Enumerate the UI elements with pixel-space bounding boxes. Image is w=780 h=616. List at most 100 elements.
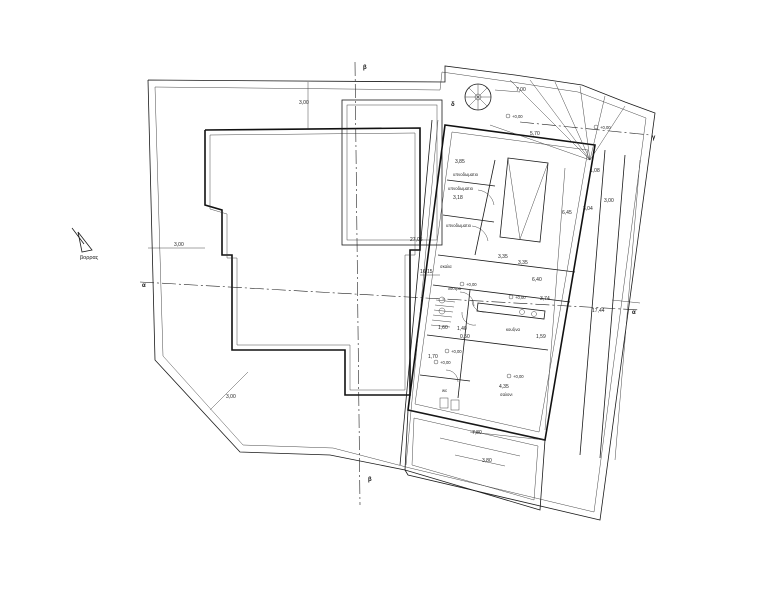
plot-boundary-inner [154,71,647,513]
right-wall-4 [544,167,566,431]
right-wall-2 [599,154,626,459]
partition-v1 [474,159,496,256]
dim-160: 1,60 [438,325,448,331]
toilet-icon [438,307,446,315]
elevation-4: +0,00 [513,374,524,379]
room-kitchen: κουζινα [506,327,520,332]
partition-6 [419,374,471,382]
wc-basin [450,399,460,411]
elevation-6: +0,00 [600,125,611,130]
axis-label-alpha-right: α [632,310,636,316]
dim-140: 1,40 [457,326,467,332]
door-swing-6 [445,369,459,383]
room-bedroom-2: υπνοδωματιο [448,186,474,191]
elevation-3: +0,00 [451,349,462,354]
parking-strip [404,409,546,511]
house-left-wall-2 [405,119,439,466]
north-arrow-icon [71,227,93,253]
basin-icon [438,296,446,304]
axis-alpha [139,281,641,311]
dim-780: 7,80 [472,430,482,436]
dim-1744: 17,44 [592,308,605,314]
room-wc: wc [442,388,447,393]
hob-icon [531,311,537,317]
elevation-marker: +0,00 [505,113,523,119]
axis-label-beta-bottom: β [368,477,372,483]
dim-line-780 [469,431,546,441]
dim-645: 6,45 [562,210,572,216]
elevation-1: +0,00 [512,114,523,119]
partition-v2 [457,289,471,399]
dim-159: 1,59 [536,334,546,340]
dim-640: 6,40 [532,277,542,283]
spiral-stair [464,83,492,111]
dim-385: 3,85 [455,159,465,165]
sink-icon [519,309,525,315]
elevation-marker: +0,00 [459,281,477,287]
door-swing-2 [471,225,489,242]
dim-700: 7,00 [516,87,526,93]
axis-beta [354,61,361,506]
plot-boundary [147,65,656,521]
building-outline-left [204,127,421,396]
door-swing-5 [461,311,477,326]
wc-fixture [439,397,449,409]
dim-108: 1,08 [590,168,600,174]
stair-treads [430,299,456,328]
dim-1615: 16,15 [420,269,433,275]
kitchen-counter [476,302,546,320]
building-outline-left-inner [209,132,416,391]
dim-435: 4,35 [499,384,509,390]
room-stairs: σκαλα [440,264,452,269]
room-bath: λουτρο [448,286,462,291]
elevation-5: +0,00 [466,282,477,287]
room-bedroom-1: υπνοδωματιο [453,172,479,177]
dim-2705: 27,05 [410,237,423,243]
dim-170: 1,70 [428,354,438,360]
right-wall-3 [614,159,641,461]
room-living: σαλονι [500,392,512,397]
house-inner-wall [414,131,589,433]
axis-label-gamma: γ [652,135,656,141]
courtyard-rect [341,99,443,246]
partition-3 [437,254,576,273]
elevation-marker: +0,00 [508,294,526,300]
elevation-marker: +0,00 [593,124,611,130]
dim-570: 5,70 [530,131,540,137]
door-swing-1 [477,189,495,206]
parking-line-2 [439,437,521,457]
partition-2 [442,214,495,223]
door-swing-4 [471,299,487,313]
axis-label-delta: δ [451,102,455,108]
dim-300-lower: 3,00 [226,394,236,400]
atrium-diag-1 [507,157,521,240]
partition-5 [426,334,549,351]
dim-300-top: 3,00 [299,100,309,106]
partition-1 [446,179,496,187]
elevation-2: +0,00 [515,295,526,300]
partition-4 [432,284,571,303]
room-bedroom-3: υπνοδωματιο [446,223,472,228]
dim-374: 3,74 [540,296,550,302]
right-wall-1 [579,149,606,456]
atrium [499,157,549,243]
north-label: βορρας [80,255,99,261]
axis-label-alpha-left: α [142,283,146,289]
courtyard-rect-inner [346,104,438,241]
dim-304: 3,04 [583,206,593,212]
dim-318: 3,18 [453,195,463,201]
dim-380: 3,80 [482,458,492,464]
dim-050: 0,50 [460,334,470,340]
elevation-marker: +0,00 [433,359,451,365]
dim-line-1744 [611,299,641,304]
parking-line-1 [454,454,506,467]
parking-strip-inner [411,417,539,501]
house-left-wall-1 [399,119,433,466]
dim-300-left: 3,00 [174,242,184,248]
dim-line-lower [209,371,249,411]
axis-label-beta-top: β [363,65,367,71]
dim-335b: 3,35 [498,254,508,260]
roof-lines [489,79,626,161]
dim-300-right: 3,00 [604,198,614,204]
